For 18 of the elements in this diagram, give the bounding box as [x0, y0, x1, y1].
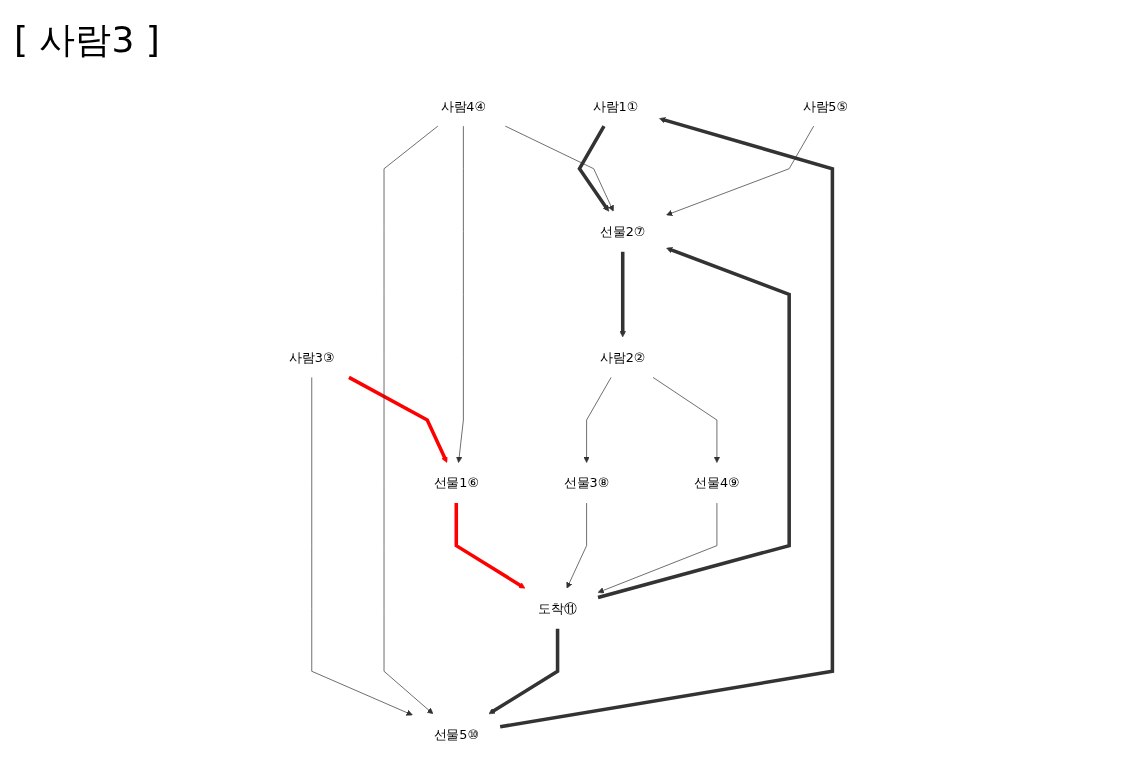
- arrow: [500, 117, 835, 729]
- node-text: 사람5⑤: [803, 98, 849, 114]
- arrow: [489, 628, 560, 715]
- node-text: 도착⑪: [538, 601, 578, 616]
- node-text: 선물2⑦: [600, 224, 646, 239]
- arrow: [348, 375, 448, 463]
- node-text: 선물1⑥: [434, 475, 480, 491]
- arrow: [577, 125, 610, 212]
- arrow: [620, 251, 627, 338]
- node-text: 선물5⑩: [434, 726, 480, 742]
- node-text: 선물3⑧: [564, 475, 610, 491]
- node-text: 사람3③: [289, 349, 335, 365]
- node-text: 사람1①: [593, 98, 639, 114]
- node-text: 선물4⑨: [694, 475, 740, 491]
- title: [ 사람3 ]: [14, 18, 160, 62]
- node-text: 사람4④: [441, 98, 487, 114]
- arrow: [454, 503, 526, 589]
- node-text: 사람2②: [600, 349, 646, 365]
